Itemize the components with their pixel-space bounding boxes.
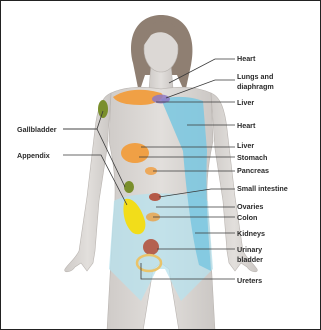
green-zone-shoulder (98, 100, 108, 118)
label-heart: Heart (237, 121, 256, 130)
red-zone-bladder (143, 239, 159, 255)
orange-zone-stomach (121, 143, 149, 163)
label-liver-top: Liver (237, 98, 254, 107)
label-lungs-and: Lungs and (237, 72, 273, 81)
label-gallbladder: Gallbladder (17, 125, 57, 134)
label-stomach: Stomach (237, 153, 267, 162)
label-ureters: Ureters (237, 276, 262, 285)
label-small-intestine: Small intestine (237, 184, 288, 193)
green-zone-abdomen (124, 181, 134, 193)
label-ovaries: Ovaries (237, 202, 263, 211)
label-bladder: bladder (237, 255, 263, 264)
label-heart-top: Heart (237, 54, 256, 63)
left-labels: Gallbladder Appendix (17, 125, 57, 160)
label-pancreas: Pancreas (237, 166, 269, 175)
label-colon: Colon (237, 213, 257, 222)
right-labels: Heart Lungs and diaphragm Liver Heart Li… (237, 54, 288, 285)
label-liver: Liver (237, 141, 254, 150)
label-appendix: Appendix (17, 151, 50, 160)
label-diaphragm: diaphragm (237, 82, 274, 91)
label-urinary: Urinary (237, 245, 262, 254)
label-kidneys: Kidneys (237, 229, 265, 238)
